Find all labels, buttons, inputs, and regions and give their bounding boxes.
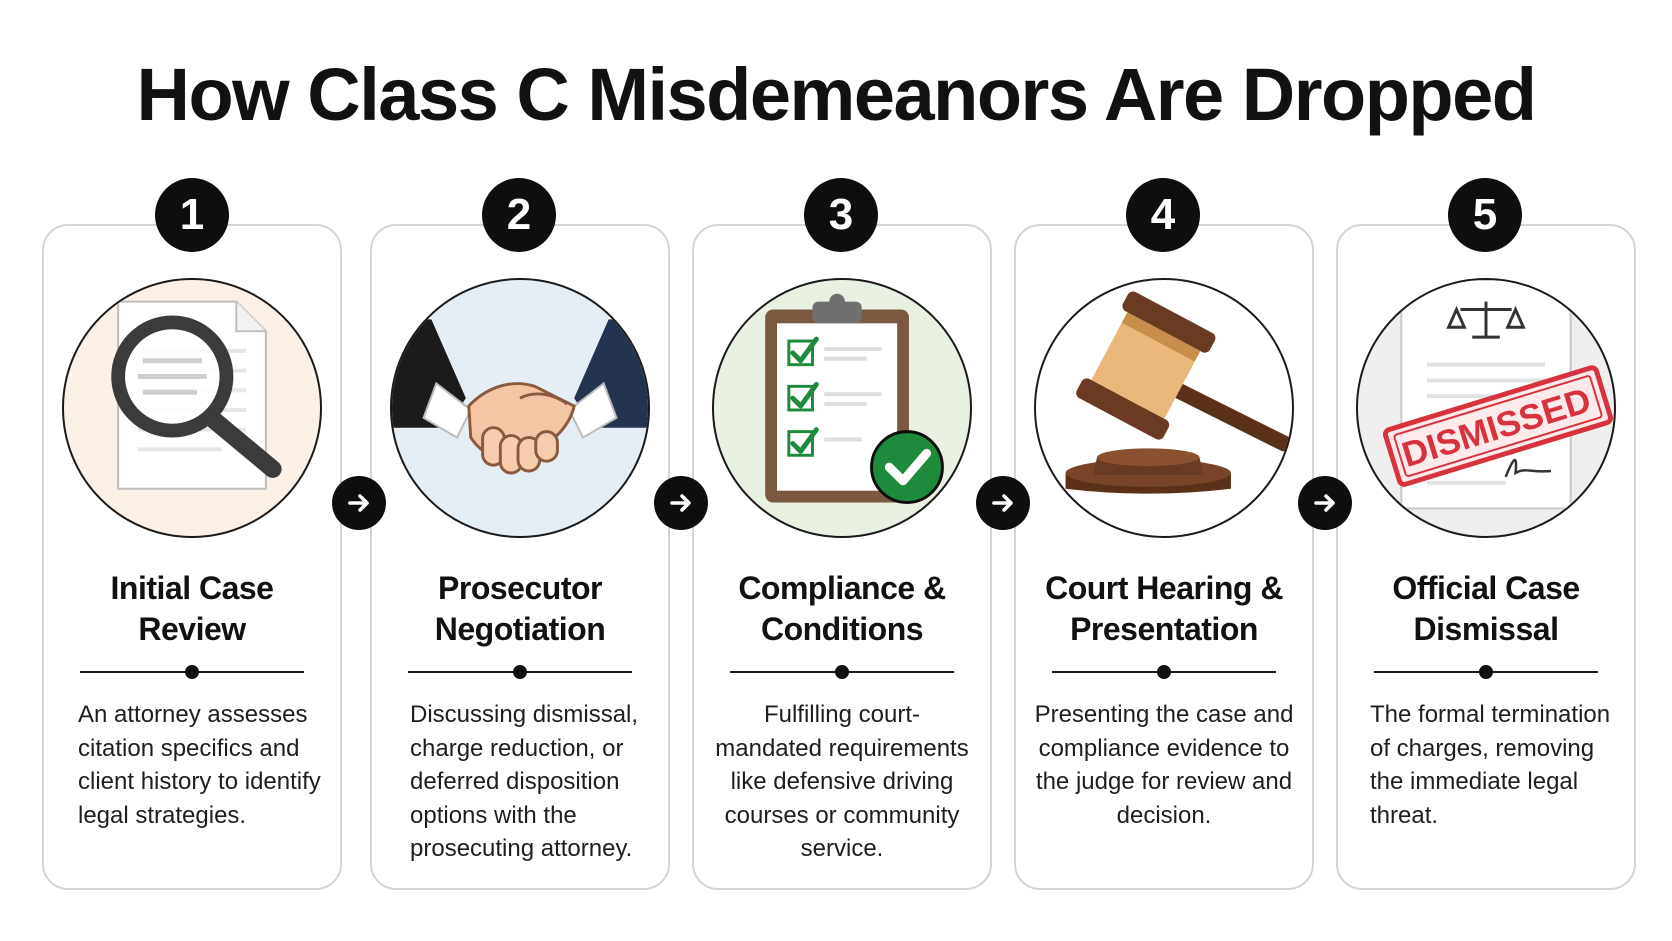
divider-dot [185,665,199,679]
step-description: The formal termination of charges, remov… [1370,701,1611,829]
clipboard-checklist-icon [712,278,972,538]
divider-dot [513,665,527,679]
step-title: Court Hearing & Presentation [1045,570,1283,647]
step-description: Discussing dismissal, charge reduction, … [410,701,639,862]
arrow-right-icon [332,476,386,530]
arrow-right-icon [654,476,708,530]
step-title: Prosecutor Negotiation [434,570,606,647]
gavel-icon [1034,278,1294,538]
step-number-badge: 4 [1126,178,1200,252]
step-description: Presenting the case and compliance evide… [1034,701,1294,829]
step-title: Initial Case Review [110,570,274,647]
magnifying-glass-document-icon [62,278,322,538]
handshake-icon [390,278,650,538]
divider-dot [1157,665,1171,679]
step-title: Official Case Dismissal [1392,570,1580,647]
step-number-badge: 5 [1448,178,1522,252]
step-number-badge: 1 [155,178,229,252]
step-description: An attorney assesses citation specifics … [78,701,321,829]
divider-dot [1479,665,1493,679]
step-title: Compliance & Conditions [738,570,946,647]
divider-dot [835,665,849,679]
page-title: How Class C Misdemeanors Are Dropped [136,53,1537,136]
dismissed-document-icon: DISMISSED [1356,278,1616,538]
arrow-right-icon [976,476,1030,530]
step-description: Fulfilling court-mandated requirements l… [715,701,969,862]
step-number-badge: 2 [482,178,556,252]
arrow-right-icon [1298,476,1352,530]
step-number-badge: 3 [804,178,878,252]
